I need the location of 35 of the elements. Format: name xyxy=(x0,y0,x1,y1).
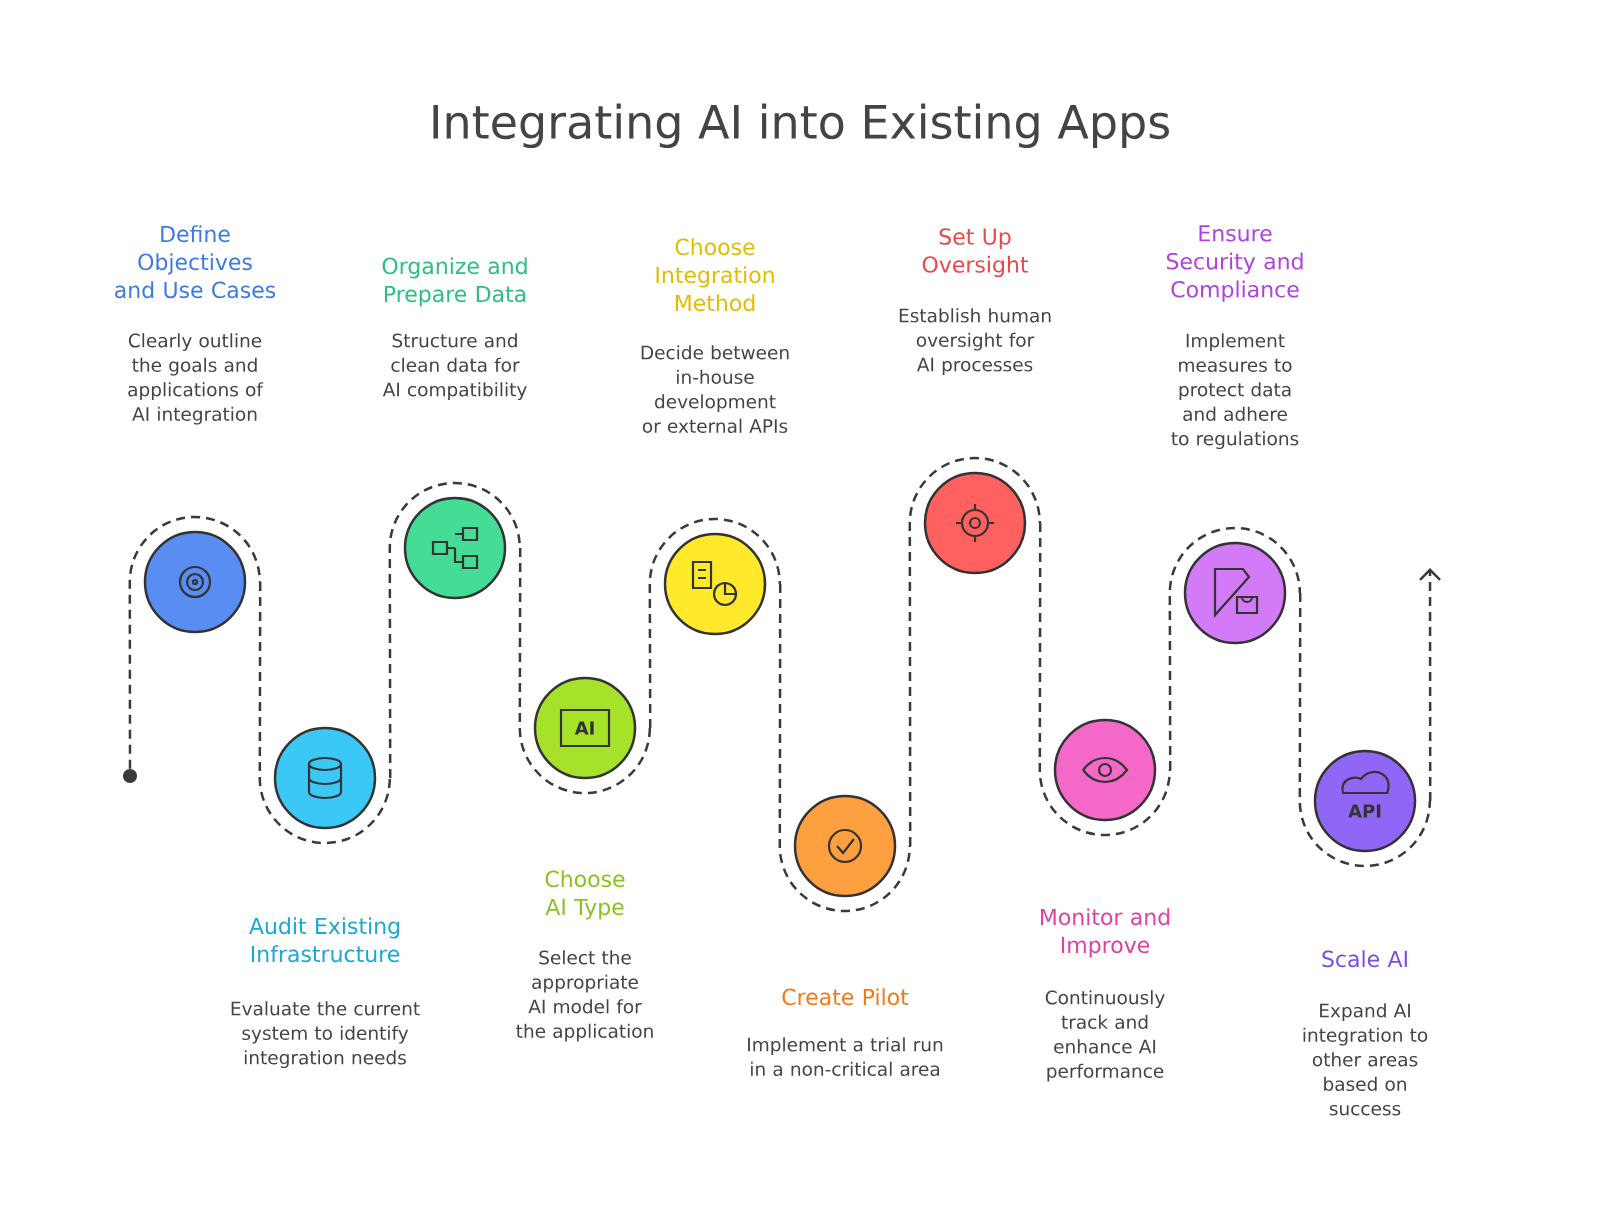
step-description: Establish human oversight for AI processes xyxy=(899,308,1051,376)
dashed-path xyxy=(1168,526,1302,770)
step-description: Decide between in-house development or external APIs xyxy=(641,345,789,434)
dashed-path xyxy=(258,582,392,845)
step-description: Expand AI integration to other areas based on success xyxy=(1303,1003,1428,1116)
start-dot xyxy=(123,769,137,783)
step-heading: Organize and Prepare Data xyxy=(382,257,527,307)
step-heading: Choose AI Type xyxy=(545,870,625,920)
step-heading: Create Pilot xyxy=(782,988,909,1006)
step-heading: Audit Existing Infrastructure xyxy=(249,917,400,963)
dashed-path xyxy=(1419,568,1441,801)
dashed-path xyxy=(648,517,782,728)
step-heading: Set Up Oversight xyxy=(922,228,1028,278)
step-description: Clearly outline the goals and applications of AI integration xyxy=(128,333,264,425)
icon-label: API xyxy=(1348,804,1381,818)
dashed-path xyxy=(1038,523,1172,837)
dashed-path xyxy=(388,481,522,778)
title: Integrating AI into Existing Apps xyxy=(433,103,1169,149)
step-heading: Ensure Security and Compliance xyxy=(1166,225,1303,302)
dashed-path xyxy=(518,548,652,795)
step-heading: Monitor and Improve xyxy=(1041,908,1170,958)
step-description: Evaluate the current system to identify integration needs xyxy=(231,1001,420,1069)
step-description: Continuously track and enhance AI performance xyxy=(1045,990,1165,1082)
step-heading: Define Objectives and Use Cases xyxy=(115,225,276,299)
dashed-path xyxy=(128,515,262,769)
dashed-path xyxy=(1298,593,1432,868)
step-heading: Scale AI xyxy=(1322,950,1407,968)
step-description: Implement a trial run in a non-critical area xyxy=(748,1037,943,1077)
icon-label: AI xyxy=(574,721,594,735)
step-description: Select the appropriate AI model for the application xyxy=(516,950,653,1042)
step-description: Structure and clean data for AI compatibility xyxy=(382,333,527,401)
dashed-path xyxy=(908,456,1042,846)
step-heading: Choose Integration Method xyxy=(656,238,774,312)
dashed-path xyxy=(778,584,912,913)
step-description: Implement measures to protect data and adhere to regulations xyxy=(1171,333,1299,450)
